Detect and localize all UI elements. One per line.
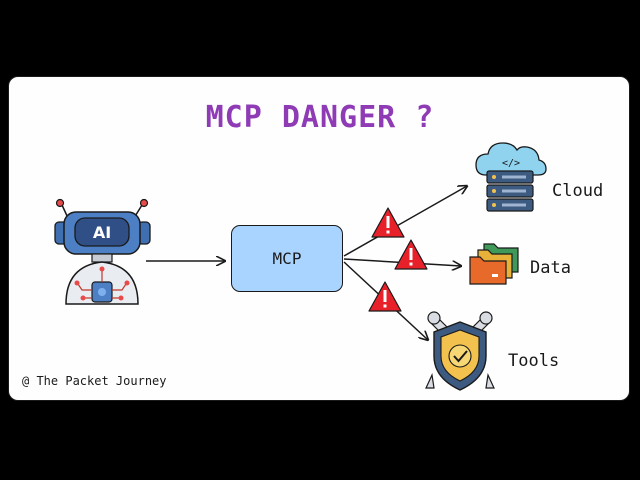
robot-ai-text: AI: [93, 223, 111, 242]
tools-label: Tools: [508, 351, 560, 371]
folders-icon: [469, 243, 519, 285]
warning-triangle-icon: [368, 281, 402, 312]
mcp-node: MCP: [231, 225, 343, 292]
diagram-title: MCP DANGER ?: [205, 100, 435, 135]
mcp-label: MCP: [272, 249, 302, 268]
warning-triangle-icon: [371, 207, 405, 238]
credit-text: @ The Packet Journey: [22, 374, 167, 388]
data-label: Data: [530, 258, 571, 278]
robot-icon: AI: [54, 198, 151, 305]
warning-triangle-icon: [394, 239, 428, 270]
cloud-label: Cloud: [552, 181, 604, 201]
shield-wrench-icon: [425, 311, 495, 391]
svg-text:</>: </>: [502, 158, 520, 169]
cloud-server-icon: </>: [475, 142, 547, 212]
arrow-mcp-to-cloud: [343, 186, 467, 257]
